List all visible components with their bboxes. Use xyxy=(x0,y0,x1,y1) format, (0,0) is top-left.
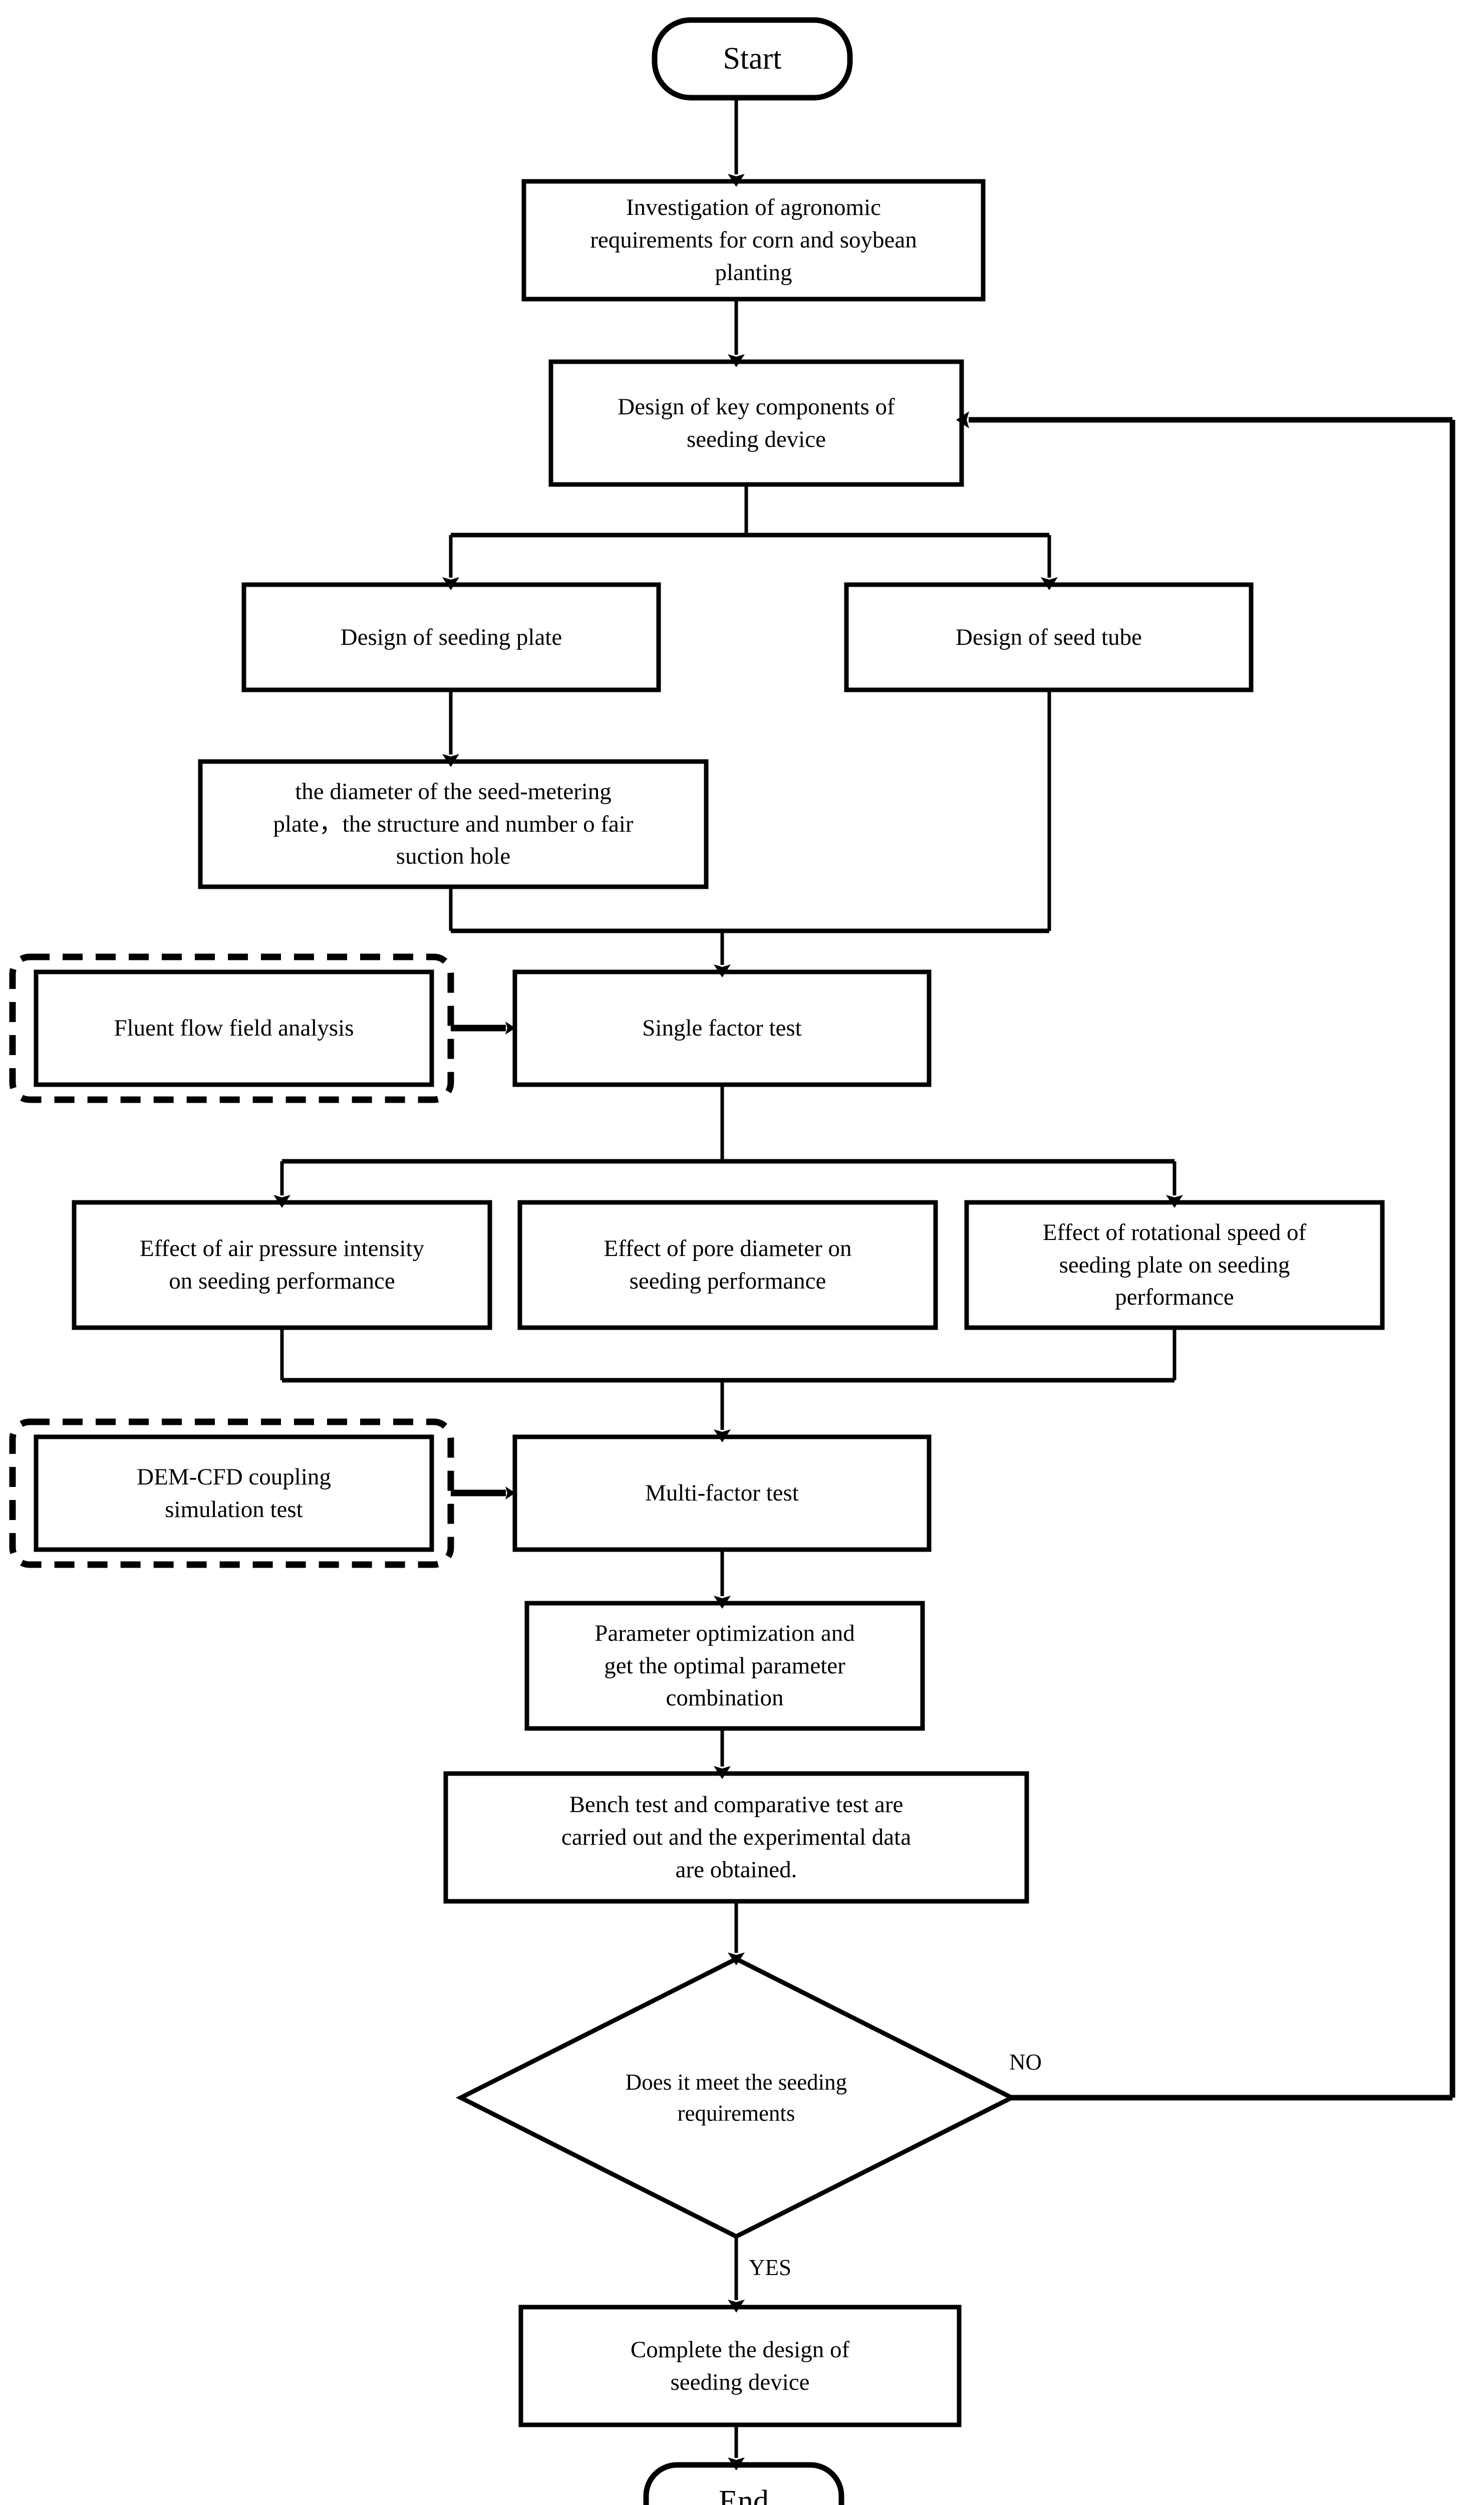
node-effect-speed-shape xyxy=(964,1200,1385,1330)
node-plate-params-shape xyxy=(198,759,709,889)
node-fluent-dashed-outline xyxy=(9,953,454,1103)
node-dem-cfd-shape xyxy=(34,1434,434,1552)
node-start-shape xyxy=(652,17,853,101)
node-param-opt-shape xyxy=(524,1601,925,1731)
node-effect-pressure-shape xyxy=(72,1200,492,1330)
edge-label-no: NO xyxy=(1009,2050,1042,2075)
node-design-tube-shape xyxy=(844,582,1254,692)
node-end-shape xyxy=(643,2462,844,2505)
node-fluent-shape xyxy=(34,969,434,1087)
node-complete-shape xyxy=(518,2305,962,2427)
node-effect-pore-shape xyxy=(517,1200,938,1330)
node-investigation-shape xyxy=(521,179,986,302)
node-single-factor-shape xyxy=(512,969,932,1087)
edge-label-yes: YES xyxy=(749,2255,792,2280)
node-design-plate-shape xyxy=(241,582,661,692)
node-decision-shape xyxy=(455,1956,1017,2239)
node-bench-test-shape xyxy=(443,1771,1029,1904)
node-multi-factor-shape xyxy=(512,1434,932,1552)
node-dem-cfd-dashed-outline xyxy=(9,1418,454,1568)
node-design-key-shape xyxy=(548,359,964,487)
